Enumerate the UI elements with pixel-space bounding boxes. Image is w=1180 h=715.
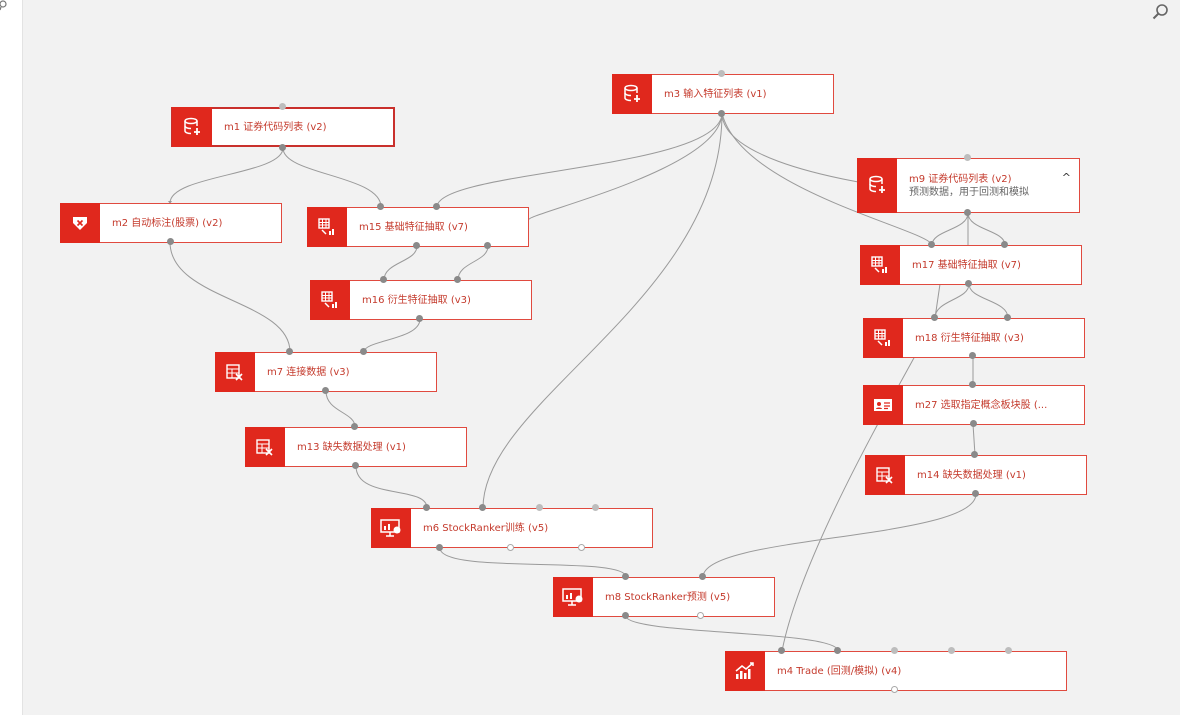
module-node-m3[interactable]: m3 输入特征列表 (v1): [612, 73, 834, 114]
database-upload-icon: [172, 106, 212, 147]
module-node-m7[interactable]: m7 连接数据 (v3): [215, 351, 437, 392]
module-node-m6[interactable]: m6 StockRanker训练 (v5): [371, 507, 653, 548]
input-port[interactable]: [1004, 314, 1011, 321]
output-port[interactable]: [484, 242, 491, 249]
input-port[interactable]: [969, 381, 976, 388]
module-node-m2[interactable]: m2 自动标注(股票) (v2): [60, 202, 282, 243]
output-port[interactable]: [622, 612, 629, 619]
output-port[interactable]: [167, 238, 174, 245]
output-port[interactable]: [416, 315, 423, 322]
input-port[interactable]: [1001, 241, 1008, 248]
collapse-toggle[interactable]: ^: [1061, 171, 1071, 184]
node-title: m3 输入特征列表 (v1): [664, 88, 767, 100]
input-port[interactable]: [536, 504, 543, 511]
output-port[interactable]: [970, 420, 977, 427]
input-port[interactable]: [433, 203, 440, 210]
input-port[interactable]: [1005, 647, 1012, 654]
node-title: m4 Trade (回测/模拟) (v4): [777, 665, 902, 677]
table-extract-icon: [863, 317, 903, 358]
output-port[interactable]: [322, 387, 329, 394]
output-port[interactable]: [969, 352, 976, 359]
output-port[interactable]: [718, 110, 725, 117]
node-description: 预测数据，用于回测和模拟: [909, 186, 1029, 198]
input-port[interactable]: [286, 348, 293, 355]
table-edit-icon: [865, 454, 905, 495]
node-title: m8 StockRanker预测 (v5): [605, 591, 731, 603]
output-port[interactable]: [507, 544, 514, 551]
node-title: m15 基础特征抽取 (v7): [359, 221, 468, 233]
output-port[interactable]: [891, 686, 898, 693]
node-title: m16 衍生特征抽取 (v3): [362, 294, 471, 306]
module-node-m9[interactable]: m9 证券代码列表 (v2) 预测数据，用于回测和模拟 ^: [857, 157, 1080, 213]
node-title: m18 衍生特征抽取 (v3): [915, 332, 1024, 344]
node-title: m1 证券代码列表 (v2): [224, 121, 327, 133]
trend-chart-icon: [725, 650, 765, 691]
input-port[interactable]: [380, 276, 387, 283]
output-port[interactable]: [436, 544, 443, 551]
output-port[interactable]: [965, 280, 972, 287]
module-node-m16[interactable]: m16 衍生特征抽取 (v3): [310, 279, 532, 320]
input-port[interactable]: [592, 504, 599, 511]
module-node-m13[interactable]: m13 缺失数据处理 (v1): [245, 426, 467, 467]
input-port[interactable]: [964, 154, 971, 161]
module-node-m4[interactable]: m4 Trade (回测/模拟) (v4): [725, 650, 1067, 691]
module-node-m14[interactable]: m14 缺失数据处理 (v1): [865, 454, 1087, 495]
input-port[interactable]: [834, 647, 841, 654]
search-icon[interactable]: [0, 0, 10, 12]
id-card-icon: [863, 384, 903, 425]
node-title: m7 连接数据 (v3): [267, 366, 350, 378]
output-port[interactable]: [578, 544, 585, 551]
table-extract-icon: [307, 206, 347, 247]
output-port[interactable]: [972, 490, 979, 497]
output-port[interactable]: [964, 209, 971, 216]
input-port[interactable]: [948, 647, 955, 654]
input-port[interactable]: [718, 70, 725, 77]
module-node-m1[interactable]: m1 证券代码列表 (v2): [171, 106, 395, 147]
module-node-m27[interactable]: m27 选取指定概念板块股 (...: [863, 384, 1085, 425]
output-port[interactable]: [279, 144, 286, 151]
module-node-m17[interactable]: m17 基础特征抽取 (v7): [860, 244, 1082, 285]
module-node-m15[interactable]: m15 基础特征抽取 (v7): [307, 206, 529, 247]
database-upload-icon: [857, 157, 897, 213]
input-port[interactable]: [279, 103, 286, 110]
input-port[interactable]: [454, 276, 461, 283]
input-port[interactable]: [351, 423, 358, 430]
input-port[interactable]: [360, 348, 367, 355]
table-extract-icon: [310, 279, 350, 320]
output-port[interactable]: [697, 612, 704, 619]
node-title: m6 StockRanker训练 (v5): [423, 522, 549, 534]
module-node-m8[interactable]: m8 StockRanker预测 (v5): [553, 576, 775, 617]
left-panel-strip: [0, 0, 23, 715]
node-title: m13 缺失数据处理 (v1): [297, 441, 406, 453]
database-upload-icon: [612, 73, 652, 114]
input-port[interactable]: [928, 241, 935, 248]
node-title: m17 基础特征抽取 (v7): [912, 259, 1021, 271]
table-edit-icon: [215, 351, 255, 392]
node-title: m9 证券代码列表 (v2): [909, 173, 1012, 185]
input-port[interactable]: [971, 451, 978, 458]
table-extract-icon: [860, 244, 900, 285]
node-title: m14 缺失数据处理 (v1): [917, 469, 1026, 481]
output-port[interactable]: [413, 242, 420, 249]
module-node-m18[interactable]: m18 衍生特征抽取 (v3): [863, 317, 1085, 358]
input-port[interactable]: [931, 314, 938, 321]
node-title: m2 自动标注(股票) (v2): [112, 217, 223, 229]
tag-label-icon: [60, 202, 100, 243]
table-edit-icon: [245, 426, 285, 467]
input-port[interactable]: [479, 504, 486, 511]
monitor-chart-icon: [553, 576, 593, 617]
input-port[interactable]: [778, 647, 785, 654]
input-port[interactable]: [699, 573, 706, 580]
search-icon[interactable]: [1152, 3, 1170, 21]
node-title: m27 选取指定概念板块股 (...: [915, 399, 1048, 411]
input-port[interactable]: [891, 647, 898, 654]
input-port[interactable]: [622, 573, 629, 580]
output-port[interactable]: [352, 462, 359, 469]
node-text-block: m9 证券代码列表 (v2) 预测数据，用于回测和模拟: [897, 173, 1029, 199]
input-port[interactable]: [423, 504, 430, 511]
input-port[interactable]: [377, 203, 384, 210]
monitor-chart-icon: [371, 507, 411, 548]
